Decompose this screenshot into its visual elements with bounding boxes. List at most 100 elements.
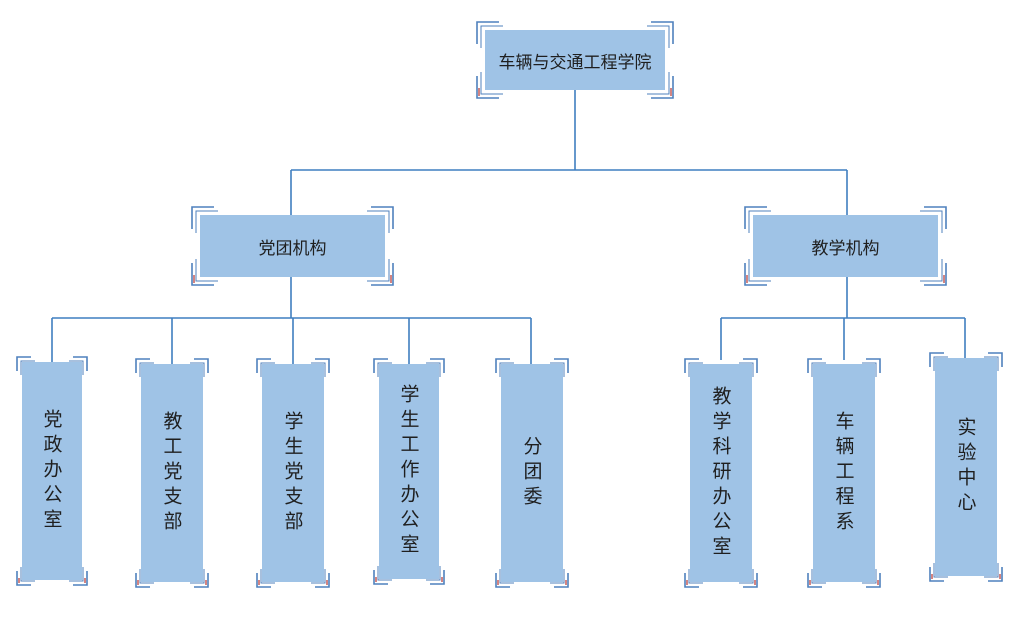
corner-bracket xyxy=(550,362,565,377)
corner-bracket xyxy=(69,567,84,582)
corner-bracket xyxy=(256,358,271,373)
leaf-label: 教学科研办公室 xyxy=(709,385,732,561)
corner-bracket xyxy=(554,358,569,373)
corner-bracket xyxy=(647,72,670,95)
corner-bracket xyxy=(73,356,88,371)
leaf-label: 学生工作办公室 xyxy=(397,384,420,559)
corner-bracket xyxy=(743,358,758,373)
corner-bracket xyxy=(924,206,947,229)
corner-bracket xyxy=(811,362,826,377)
leaf-node: 实验中心 xyxy=(935,358,997,576)
corner-bracket xyxy=(684,358,699,373)
corner-bracket xyxy=(807,573,822,588)
corner-bracket xyxy=(929,352,944,367)
leaf-node: 教学科研办公室 xyxy=(690,364,752,582)
corner-bracket xyxy=(647,25,670,48)
corner-bracket xyxy=(69,360,84,375)
corner-bracket xyxy=(933,356,948,371)
corner-bracket xyxy=(929,567,944,582)
corner-bracket xyxy=(260,569,275,584)
corner-bracket xyxy=(688,569,703,584)
corner-bracket xyxy=(988,567,1003,582)
corner-bracket xyxy=(924,263,947,286)
corner-bracket xyxy=(748,259,771,282)
leaf-label: 教工党支部 xyxy=(160,410,183,536)
corner-bracket xyxy=(315,358,330,373)
corner-bracket xyxy=(311,569,326,584)
corner-bracket xyxy=(499,362,514,377)
branch-label: 教学机构 xyxy=(811,238,880,259)
corner-bracket xyxy=(476,21,499,44)
root-label: 车辆与交通工程学院 xyxy=(498,52,652,73)
corner-bracket xyxy=(744,263,767,286)
corner-bracket xyxy=(684,573,699,588)
corner-bracket xyxy=(191,263,214,286)
branch-node-party: 党团机构 xyxy=(200,215,385,277)
corner-bracket xyxy=(377,566,392,581)
corner-bracket xyxy=(550,569,565,584)
corner-bracket xyxy=(651,21,674,44)
corner-bracket xyxy=(194,358,209,373)
corner-bracket xyxy=(190,362,205,377)
corner-bracket xyxy=(476,76,499,99)
corner-bracket xyxy=(191,206,214,229)
corner-bracket xyxy=(139,362,154,377)
corner-bracket xyxy=(426,566,441,581)
corner-bracket xyxy=(920,259,943,282)
corner-bracket xyxy=(377,362,392,377)
corner-bracket xyxy=(430,358,445,373)
leaf-node: 教工党支部 xyxy=(141,364,203,582)
corner-bracket xyxy=(367,259,390,282)
corner-bracket xyxy=(16,571,31,586)
corner-bracket xyxy=(984,563,999,578)
corner-bracket xyxy=(315,573,330,588)
corner-bracket xyxy=(866,358,881,373)
leaf-label: 分团委 xyxy=(520,435,543,511)
corner-bracket xyxy=(73,571,88,586)
leaf-node: 学生党支部 xyxy=(262,364,324,582)
corner-bracket xyxy=(984,356,999,371)
corner-bracket xyxy=(20,567,35,582)
corner-bracket xyxy=(739,362,754,377)
corner-bracket xyxy=(430,570,445,585)
corner-bracket xyxy=(862,569,877,584)
branch-label: 党团机构 xyxy=(258,238,327,259)
corner-bracket xyxy=(426,362,441,377)
leaf-label: 党政办公室 xyxy=(40,408,63,534)
corner-bracket xyxy=(139,569,154,584)
leaf-node: 学生工作办公室 xyxy=(379,364,439,579)
corner-bracket xyxy=(480,25,503,48)
corner-bracket xyxy=(194,573,209,588)
corner-bracket xyxy=(988,352,1003,367)
corner-bracket xyxy=(920,210,943,233)
corner-bracket xyxy=(495,358,510,373)
leaf-node: 党政办公室 xyxy=(22,362,82,580)
corner-bracket xyxy=(480,72,503,95)
corner-bracket xyxy=(554,573,569,588)
corner-bracket xyxy=(811,569,826,584)
corner-bracket xyxy=(16,356,31,371)
corner-bracket xyxy=(739,569,754,584)
corner-bracket xyxy=(367,210,390,233)
corner-bracket xyxy=(195,210,218,233)
root-node: 车辆与交通工程学院 xyxy=(485,30,665,90)
branch-node-teaching: 教学机构 xyxy=(753,215,938,277)
corner-bracket xyxy=(190,569,205,584)
corner-bracket xyxy=(371,263,394,286)
leaf-node: 车辆工程系 xyxy=(813,364,875,582)
corner-bracket xyxy=(499,569,514,584)
corner-bracket xyxy=(135,573,150,588)
corner-bracket xyxy=(862,362,877,377)
corner-bracket xyxy=(135,358,150,373)
corner-bracket xyxy=(743,573,758,588)
corner-bracket xyxy=(195,259,218,282)
corner-bracket xyxy=(20,360,35,375)
corner-bracket xyxy=(933,563,948,578)
leaf-node: 分团委 xyxy=(501,364,563,582)
corner-bracket xyxy=(373,570,388,585)
leaf-label: 实验中心 xyxy=(954,417,977,517)
corner-bracket xyxy=(651,76,674,99)
